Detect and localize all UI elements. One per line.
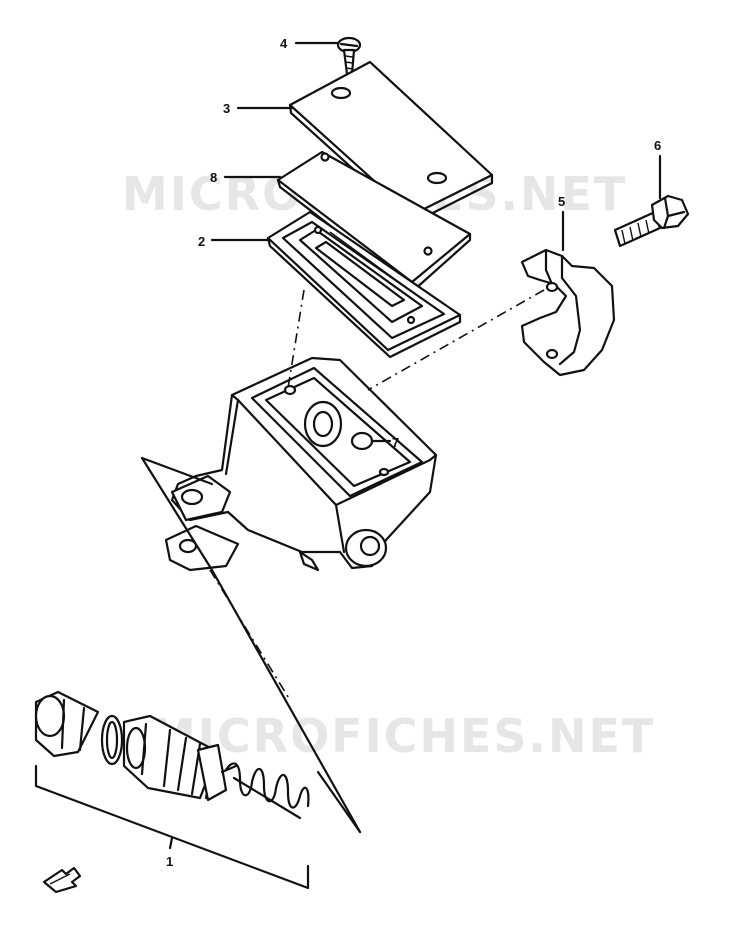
callout-4: 4 xyxy=(280,36,340,51)
part-1-bracket xyxy=(34,764,310,890)
part-1-piston-kit xyxy=(34,690,310,820)
part-6-bolt xyxy=(613,194,690,248)
callout-1: 1 xyxy=(166,854,173,869)
part-4-screw xyxy=(336,36,362,76)
callout-7: 7 xyxy=(370,435,399,450)
assembly-bracket xyxy=(140,456,362,834)
callout-6: 6 xyxy=(654,138,661,200)
watermark-bottom: MICROFICHES.NET xyxy=(150,709,655,763)
callout-8-label: 8 xyxy=(210,170,217,185)
direction-arrow-icon xyxy=(42,866,82,894)
callout-7-label: 7 xyxy=(392,435,399,450)
callout-2-label: 2 xyxy=(198,234,205,249)
callout-3: 3 xyxy=(223,101,294,116)
callout-6-label: 6 xyxy=(654,138,661,153)
part-5-clamp xyxy=(520,248,616,377)
callout-5: 5 xyxy=(558,194,565,252)
callout-8: 8 xyxy=(210,170,282,185)
callout-4-label: 4 xyxy=(280,36,288,51)
callout-3-label: 3 xyxy=(223,101,230,116)
master-cylinder-body xyxy=(164,356,438,572)
callout-1-label: 1 xyxy=(166,854,173,869)
callout-5-label: 5 xyxy=(558,194,565,209)
part-2-diaphragm xyxy=(266,210,462,359)
callout-2: 2 xyxy=(198,234,272,249)
